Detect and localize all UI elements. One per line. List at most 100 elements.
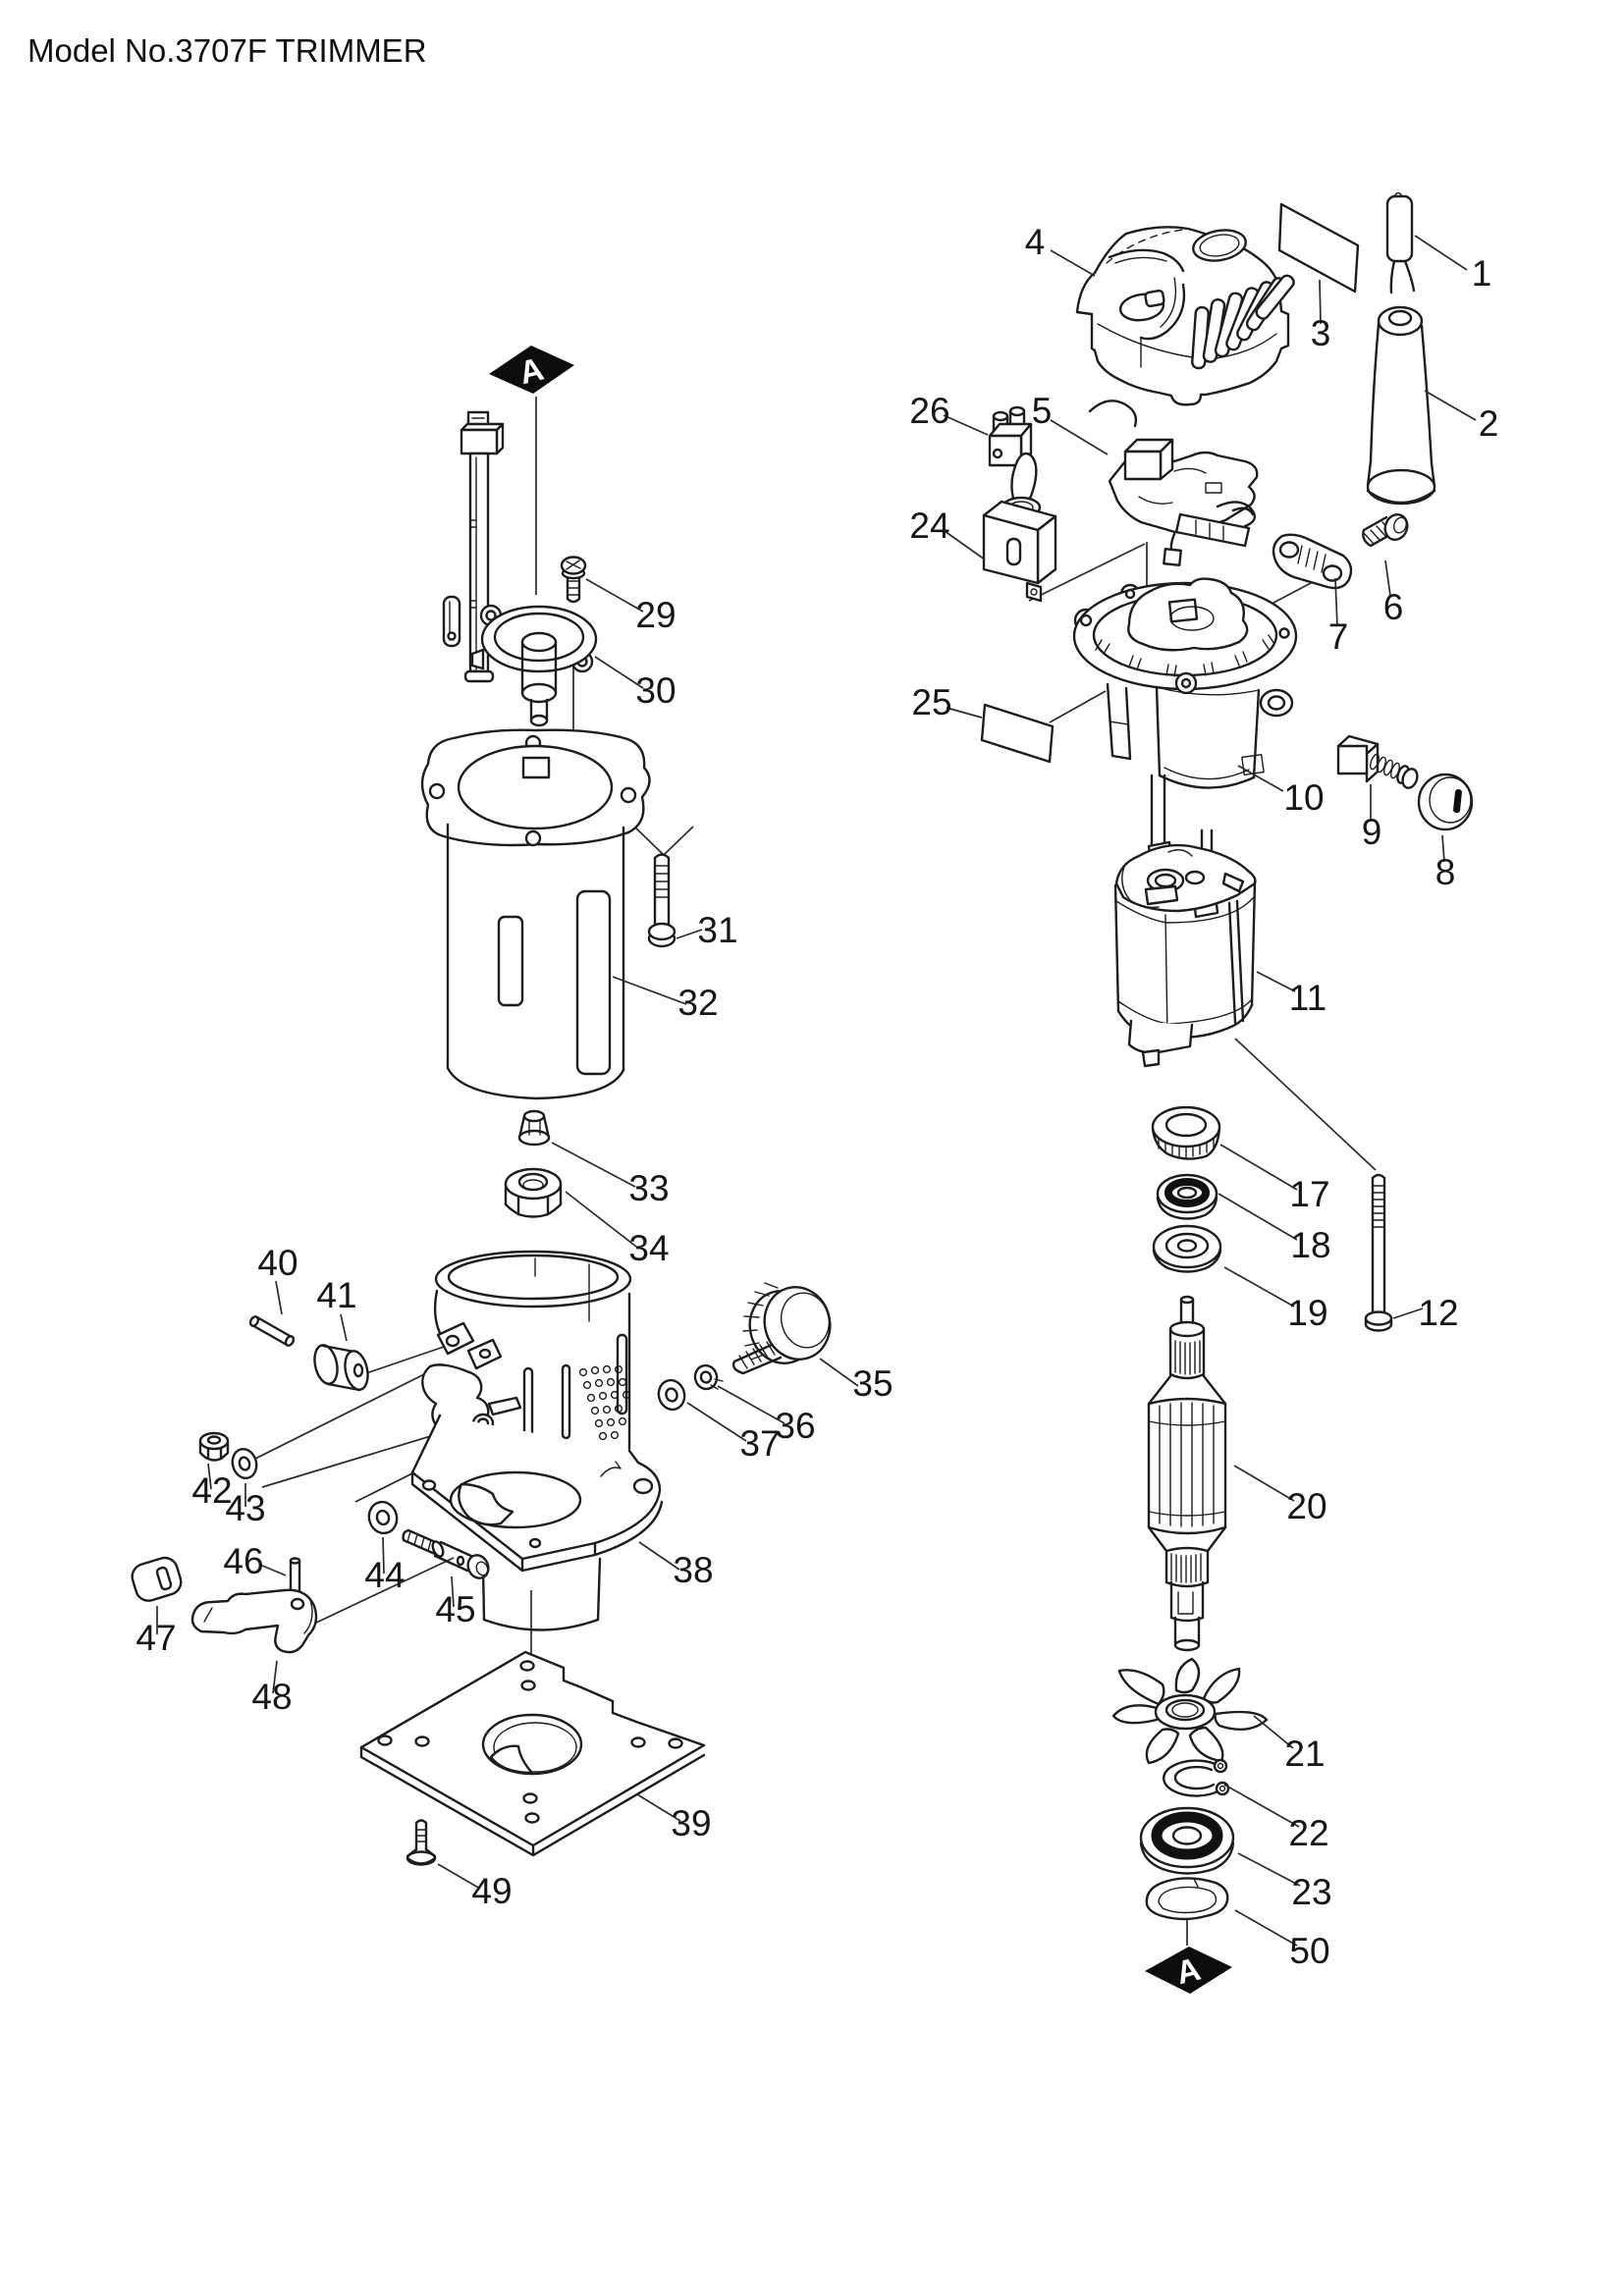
part-45-clamp-bolt (402, 1528, 490, 1579)
part-40-pin (248, 1315, 296, 1347)
part-23-ball-bearing (1139, 1806, 1235, 1875)
part-41-roller (313, 1344, 369, 1392)
part-guide-rail-assembly (442, 410, 505, 683)
warning-label-top: A (489, 346, 574, 394)
part-6-screw (1362, 513, 1409, 548)
part-25-label (980, 703, 1055, 764)
part-20-armature (1147, 1295, 1227, 1652)
callout-23: 23 (1291, 1872, 1331, 1912)
part-29-screw (560, 556, 587, 604)
callout-29: 29 (635, 595, 676, 635)
part-10-housing (1072, 577, 1298, 789)
callout-26: 26 (909, 391, 949, 431)
part-31-screw (647, 853, 677, 948)
pointer-screw-31 (633, 826, 694, 857)
cap-vent-slots (1191, 274, 1295, 370)
part-34-collet-nut (504, 1167, 563, 1218)
callout-37: 37 (739, 1423, 780, 1464)
callout-30: 30 (635, 670, 676, 711)
callout-45: 45 (435, 1589, 475, 1629)
part-33-collet-cone (517, 1109, 551, 1147)
part-48-lock-lever (190, 1588, 318, 1654)
callout-18: 18 (1290, 1225, 1330, 1265)
part-17-bearing-retainer (1151, 1105, 1221, 1160)
base-vent-holes (578, 1364, 631, 1441)
part-9-carbon-brush (1336, 734, 1419, 789)
callout-8: 8 (1435, 852, 1456, 892)
assembly-line-label25 (1049, 690, 1107, 723)
callout-1: 1 (1472, 253, 1492, 294)
callout-31: 31 (697, 910, 737, 950)
callout-17: 17 (1289, 1174, 1329, 1214)
callout-10: 10 (1283, 777, 1324, 818)
part-5-brush-holder-assembly (1088, 400, 1259, 566)
part-11-stator (1113, 774, 1257, 1068)
callout-34: 34 (628, 1228, 669, 1268)
part-7-brush-plate (1272, 533, 1353, 590)
callout-7: 7 (1328, 616, 1349, 657)
assembly-line-switch (1028, 543, 1146, 602)
part-35-clamp-knob (731, 1282, 832, 1375)
callout-21: 21 (1284, 1734, 1325, 1774)
part-37-flat-washer (657, 1378, 686, 1412)
callout-43: 43 (225, 1488, 265, 1528)
base-plate-holes (377, 1660, 683, 1824)
assembly-line-stator-screw (1234, 1038, 1377, 1171)
part-3-name-plate (1277, 202, 1360, 294)
part-50-curved-washer (1145, 1877, 1229, 1921)
part-49-flat-head-screw (406, 1819, 437, 1866)
callout-46: 46 (223, 1541, 263, 1581)
part-19-bearing-washer (1152, 1224, 1222, 1273)
callout-36: 36 (775, 1406, 815, 1446)
callout-9: 9 (1362, 812, 1382, 852)
part-22-retaining-ring (1163, 1758, 1230, 1797)
callout-40: 40 (257, 1243, 298, 1283)
warning-label-diamond (1145, 1947, 1232, 1994)
callout-labels: 1 2 3 4 5 6 7 8 9 10 11 12 17 18 19 20 2… (135, 222, 1498, 1971)
callout-19: 19 (1287, 1293, 1327, 1333)
callout-35: 35 (852, 1363, 893, 1404)
leader-lines (156, 235, 1477, 1947)
callout-39: 39 (671, 1803, 711, 1843)
callout-6: 6 (1383, 587, 1404, 627)
callout-49: 49 (471, 1871, 512, 1911)
callout-41: 41 (316, 1275, 356, 1315)
part-21-fan (1111, 1657, 1269, 1765)
callout-12: 12 (1418, 1293, 1458, 1333)
part-24-switch (982, 452, 1057, 603)
part-38-trimmer-base (410, 1250, 664, 1631)
part-42-hex-nut (198, 1431, 230, 1462)
part-2-cord-guard (1366, 305, 1436, 506)
assembly-line-nut42 (235, 1363, 445, 1469)
callout-5: 5 (1032, 391, 1053, 431)
callout-33: 33 (628, 1168, 669, 1208)
callout-4: 4 (1025, 222, 1046, 262)
page-title: Model No.3707F TRIMMER (27, 32, 427, 69)
warning-label-diamond (489, 346, 574, 394)
part-18-ball-bearing (1156, 1173, 1218, 1220)
callout-24: 24 (909, 506, 949, 546)
callout-50: 50 (1289, 1931, 1329, 1971)
part-4-motor-housing-cap (1075, 226, 1295, 406)
callout-48: 48 (251, 1677, 292, 1717)
part-36-lock-washer (693, 1363, 724, 1391)
callout-44: 44 (364, 1555, 405, 1595)
callout-11: 11 (1289, 978, 1326, 1018)
callout-38: 38 (673, 1550, 713, 1590)
callout-2: 2 (1479, 403, 1499, 444)
callout-47: 47 (135, 1618, 176, 1658)
part-8-brush-cap (1417, 773, 1474, 831)
part-1-capacitor (1385, 191, 1416, 294)
warning-label-bottom: A (1145, 1947, 1232, 1994)
part-12-long-screw (1364, 1173, 1393, 1332)
part-30-lamp-holder (470, 604, 598, 727)
assembly-line-lever48 (313, 1557, 455, 1625)
callout-32: 32 (677, 983, 718, 1023)
callout-20: 20 (1286, 1486, 1326, 1526)
callout-3: 3 (1311, 313, 1331, 353)
assembly-line-roller (362, 1346, 445, 1375)
part-46-pin (289, 1557, 301, 1594)
part-39-base-plate (359, 1650, 706, 1857)
